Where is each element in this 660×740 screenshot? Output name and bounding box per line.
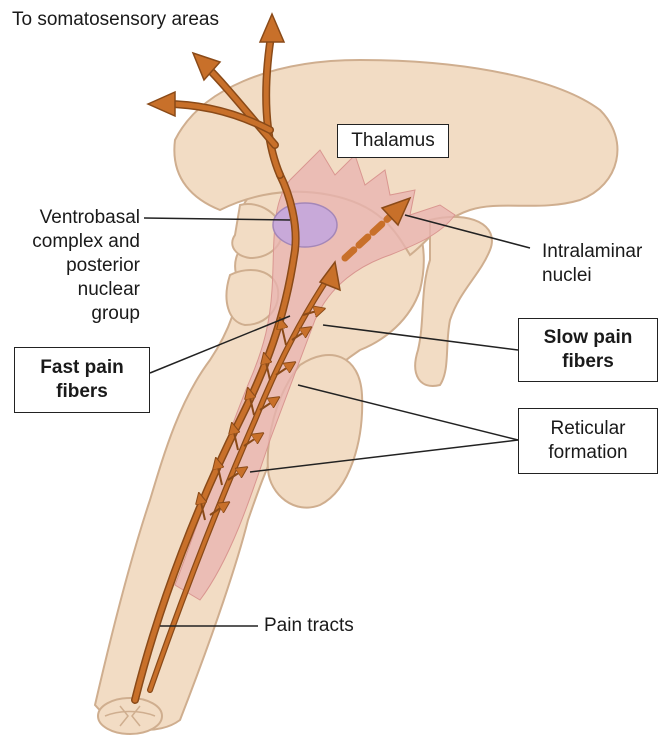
arrow-up-head <box>258 12 286 43</box>
ventrobasal-line-4: nuclear <box>77 279 140 300</box>
intralaminar-line-2: nuclei <box>542 265 592 286</box>
reticular-label: Reticular formation <box>518 408 658 474</box>
slow-pain-line-2: fibers <box>562 351 614 372</box>
intralaminar-line-1: Intralaminar <box>542 241 643 262</box>
intralaminar-arrowhead <box>380 196 412 227</box>
slow-pain-arrowhead <box>318 260 341 292</box>
ventrobasal-line-1: Ventrobasal <box>39 207 140 228</box>
arrow-mid-head <box>191 51 222 82</box>
ventrobasal-label: Ventrobasal complex and posterior nuclea… <box>10 206 140 326</box>
ventrobasal-line-2: complex and <box>32 231 140 252</box>
intralaminar-label: Intralaminar nuclei <box>542 240 642 288</box>
ventrobasal-complex <box>272 202 338 248</box>
leader-ventrobasal <box>143 217 291 221</box>
slow-pain-label: Slow pain fibers <box>518 318 658 382</box>
arrow-left-head <box>146 90 176 118</box>
leader-slow-pain <box>322 324 519 351</box>
reticular-branch-arrows <box>200 310 320 521</box>
pain-tracts-label: Pain tracts <box>264 615 354 636</box>
ventrobasal-line-5: group <box>91 303 140 324</box>
spinal-cord-cut-end <box>97 697 163 735</box>
leader-reticular-1 <box>297 384 519 441</box>
reticular-region <box>174 149 456 601</box>
ventrobasal-line-3: posterior <box>66 255 140 276</box>
fast-pain-line-1: Fast pain <box>40 357 124 378</box>
thalamus-left-hook <box>231 203 284 260</box>
leader-intralaminar <box>404 214 531 249</box>
thalamus-label: Thalamus <box>337 124 449 158</box>
intralaminar-dashed-fiber <box>341 208 399 262</box>
leader-reticular-2 <box>249 439 519 473</box>
somatosensory-label: To somatosensory areas <box>12 9 219 30</box>
thalamus-right-process <box>414 215 493 387</box>
slow-pain-line-1: Slow pain <box>543 327 633 348</box>
reticular-line-2: formation <box>548 442 628 463</box>
fast-pain-line-2: fibers <box>56 381 108 402</box>
leader-lines <box>143 214 531 627</box>
leader-fast-pain <box>149 315 291 374</box>
fast-pain-label: Fast pain fibers <box>14 347 150 413</box>
reticular-line-1: Reticular <box>550 418 626 439</box>
